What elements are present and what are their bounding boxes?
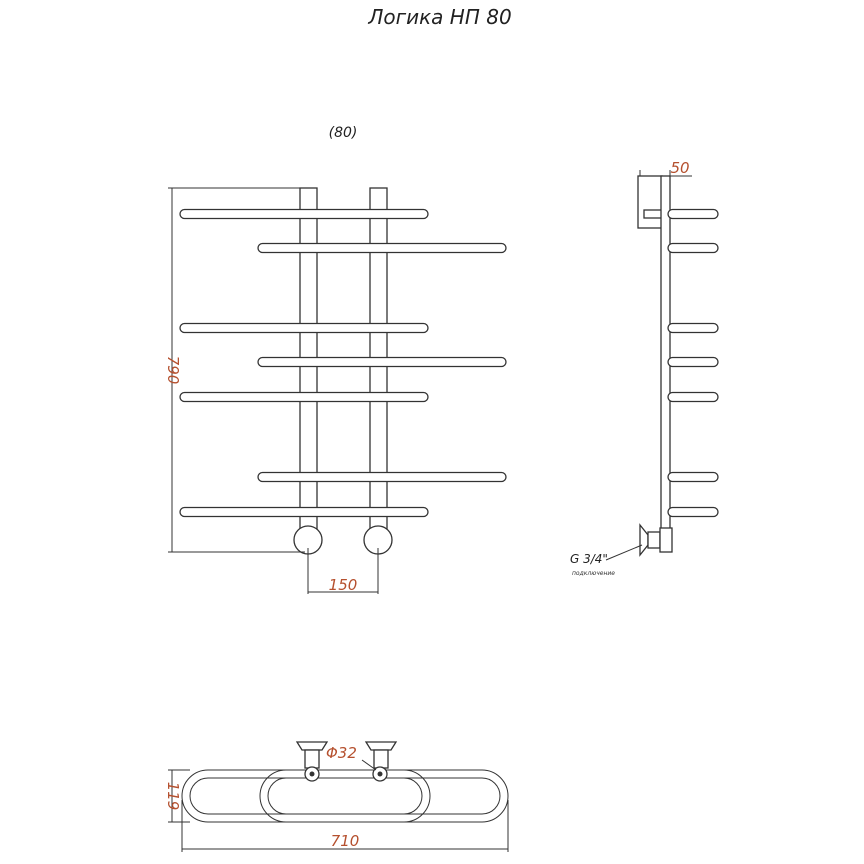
side-rung — [667, 208, 719, 220]
model-note: (80) — [329, 125, 358, 141]
connection-sublabel: подключение — [572, 570, 615, 577]
drawing-title: Логика НП 80 — [367, 5, 511, 29]
towel-rung — [257, 242, 507, 254]
side-rung — [667, 471, 719, 483]
connection-label: G 3/4" — [570, 552, 608, 566]
towel-rung — [179, 208, 429, 220]
bottom-view: Φ32 119 710 — [164, 741, 509, 852]
towel-rung — [179, 391, 429, 403]
height-dimension: 790 — [164, 356, 182, 385]
pipe-diameter-dimension: Φ32 — [326, 744, 357, 762]
side-depth-dimension: 50 — [670, 159, 689, 177]
side-rung — [667, 391, 719, 403]
valve-icon — [639, 523, 649, 557]
side-rung — [667, 242, 719, 254]
side-rung — [667, 506, 719, 518]
side-rung — [667, 356, 719, 368]
width-dimension: 710 — [331, 832, 360, 850]
towel-rung — [179, 506, 429, 518]
rail-spacing-dimension: 150 — [329, 576, 358, 594]
left-valve — [295, 741, 329, 782]
towel-rung — [257, 356, 507, 368]
bottom-depth-dimension: 119 — [164, 782, 182, 811]
front-view: (80) 790 150 — [164, 125, 507, 594]
side-view: 50 G 3/4" подключение — [570, 159, 719, 577]
towel-rung — [257, 471, 507, 483]
side-rung — [667, 322, 719, 334]
towel-rung — [179, 322, 429, 334]
right-valve — [364, 741, 398, 782]
wall-bracket — [637, 175, 663, 229]
